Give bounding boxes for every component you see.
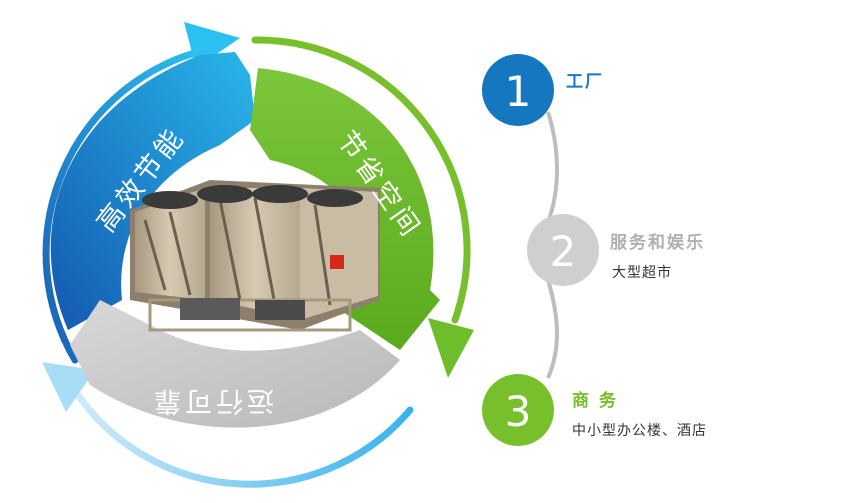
step-3-title: 商 务 [572, 391, 618, 411]
step-3-marker: 3 [482, 374, 554, 446]
step-1-marker: 1 [482, 54, 554, 126]
chiller-unit-image [130, 180, 380, 332]
step-1-title: 工厂 [566, 72, 604, 92]
timeline-connector-top [546, 111, 559, 223]
svg-text:3: 3 [505, 387, 532, 436]
step-3-subtitle: 中小型办公楼、酒店 [572, 423, 707, 439]
outer-ring-green [251, 36, 471, 324]
segment-gray-label: 运行可靠 [150, 385, 274, 416]
timeline-connector-bottom [546, 279, 559, 379]
outer-ring-green-arrow [428, 318, 474, 378]
step-2-subtitle: 大型超市 [612, 265, 672, 281]
segment-gray [70, 300, 400, 428]
svg-text:1: 1 [505, 67, 532, 116]
outer-ring-bottom-arrow [42, 362, 95, 412]
segment-blue [50, 52, 255, 330]
step-2-marker: 2 [527, 214, 599, 286]
segment-green [250, 68, 440, 350]
outer-ring-blue [42, 46, 209, 364]
step-2-title: 服务和娱乐 [610, 233, 705, 253]
outer-ring-bottom [74, 391, 414, 488]
svg-text:2: 2 [550, 227, 577, 276]
